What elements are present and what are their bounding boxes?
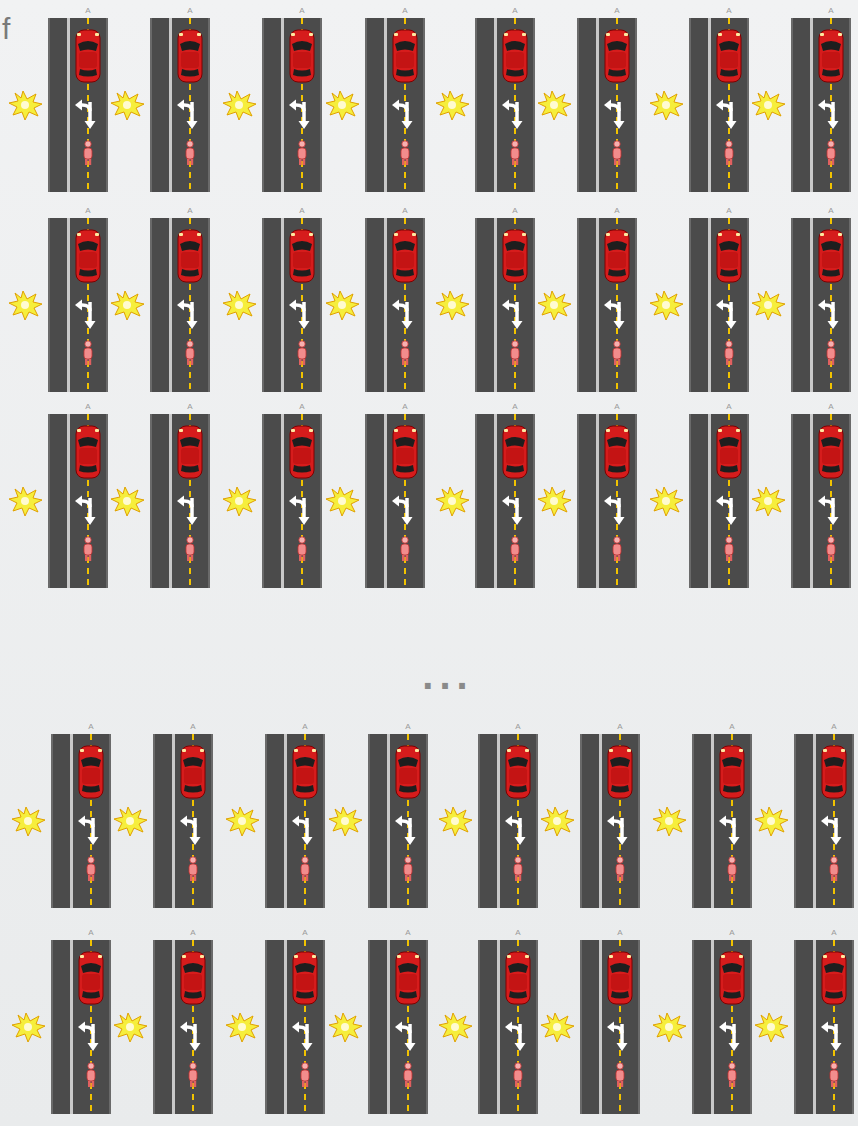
- tile-marker: A: [88, 723, 93, 731]
- tile-marker: A: [512, 403, 517, 411]
- tile-marker: A: [617, 929, 622, 937]
- tile-marker: A: [729, 723, 734, 731]
- tile-marker: A: [512, 207, 517, 215]
- tile-marker: A: [405, 929, 410, 937]
- tile-marker: A: [190, 929, 195, 937]
- tile-marker: A: [617, 723, 622, 731]
- tile-marker: A: [614, 403, 619, 411]
- tile-marker: A: [831, 929, 836, 937]
- tile-marker: A: [828, 403, 833, 411]
- tile-marker: A: [828, 7, 833, 15]
- tile-marker: A: [85, 207, 90, 215]
- tile-marker: A: [402, 403, 407, 411]
- tile-marker: A: [190, 723, 195, 731]
- tile-marker: A: [405, 723, 410, 731]
- tile-marker: A: [187, 7, 192, 15]
- tile-marker: A: [402, 207, 407, 215]
- tile-marker: A: [187, 403, 192, 411]
- tile-marker: A: [512, 7, 517, 15]
- tile-marker: A: [515, 929, 520, 937]
- slide-text-fragment: f: [2, 14, 10, 44]
- tile-marker: A: [726, 207, 731, 215]
- tile-marker: A: [85, 7, 90, 15]
- tile-marker: A: [828, 207, 833, 215]
- tile-marker: A: [614, 7, 619, 15]
- tile-marker: A: [831, 723, 836, 731]
- tile-marker: A: [299, 403, 304, 411]
- ellipsis: ...: [422, 655, 473, 695]
- tile-marker: A: [729, 929, 734, 937]
- tile-marker: A: [726, 403, 731, 411]
- tile-marker: A: [515, 723, 520, 731]
- tile-marker: A: [302, 723, 307, 731]
- tile-marker: A: [402, 7, 407, 15]
- tile-marker: A: [88, 929, 93, 937]
- tile-marker: A: [187, 207, 192, 215]
- tile-marker: A: [302, 929, 307, 937]
- tile-marker: A: [299, 207, 304, 215]
- tile-marker: A: [299, 7, 304, 15]
- tile-marker: A: [85, 403, 90, 411]
- tile-marker: A: [614, 207, 619, 215]
- tile-marker: A: [726, 7, 731, 15]
